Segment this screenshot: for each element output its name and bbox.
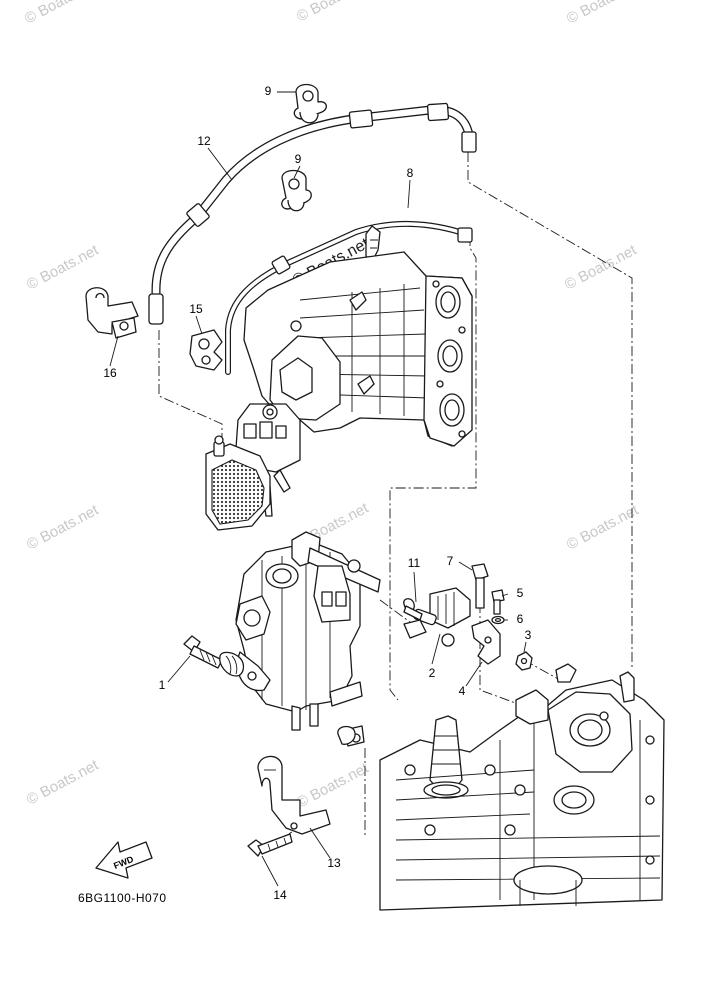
- callout-11: 11: [408, 556, 421, 570]
- watermark: © Boats.net: [24, 241, 102, 293]
- clip-11: [403, 598, 423, 621]
- callout-4: 4: [459, 684, 466, 698]
- callouts: 1 2 3 4 5 6 7 8 9 9 11 12 13 14 15 16: [103, 84, 531, 902]
- watermark: © Boats.net: [564, 501, 642, 553]
- callout-5: 5: [517, 586, 524, 600]
- washer-6: [491, 615, 505, 625]
- watermark: © Boats.net: [562, 241, 640, 293]
- callout-1: 1: [159, 678, 166, 692]
- callout-15: 15: [189, 302, 203, 316]
- bolt-14: [247, 833, 293, 857]
- callout-3: 3: [525, 628, 532, 642]
- intake-silencer: [205, 435, 271, 531]
- bolt-1: [183, 635, 245, 677]
- watermark: © Boats.net: [564, 0, 642, 28]
- clip-15: [189, 329, 223, 371]
- callout-14: 14: [273, 888, 287, 902]
- callout-13: 13: [327, 856, 341, 870]
- tube-8: [225, 220, 473, 375]
- clip-10: [365, 225, 381, 263]
- clip-9-mid: [281, 169, 312, 212]
- callout-8: 8: [407, 166, 414, 180]
- watermark: © Boats.net: [294, 759, 372, 811]
- callout-2: 2: [429, 666, 436, 680]
- leader-lines: [109, 91, 527, 887]
- clip-16: [85, 287, 139, 339]
- callout-16: 16: [103, 366, 117, 380]
- watermark: © Boats.net: [24, 756, 102, 808]
- callout-9-top: 9: [265, 84, 272, 98]
- fwd-arrow: FWD: [95, 841, 153, 879]
- bolt-7: [471, 563, 489, 609]
- callout-7: 7: [447, 554, 454, 568]
- intake-manifold: [243, 251, 473, 447]
- clip-9-top: [293, 83, 327, 124]
- watermark: © Boats.net: [294, 0, 372, 26]
- callout-12: 12: [197, 134, 211, 148]
- bracket-13: [257, 755, 331, 835]
- watermark: © Boats.net: [22, 0, 100, 28]
- bolt-5: [491, 589, 505, 615]
- hose-12: [148, 102, 477, 325]
- diagram-code: 6BG1100-H070: [78, 891, 167, 905]
- nut-3: [515, 651, 533, 671]
- watermark: © Boats.net: [24, 501, 102, 553]
- callout-6: 6: [517, 612, 524, 626]
- fuel-assembly: [235, 531, 381, 747]
- grommet: [337, 725, 356, 745]
- powerhead: [379, 663, 665, 911]
- bracket-4: [471, 619, 501, 665]
- callout-9-mid: 9: [295, 152, 302, 166]
